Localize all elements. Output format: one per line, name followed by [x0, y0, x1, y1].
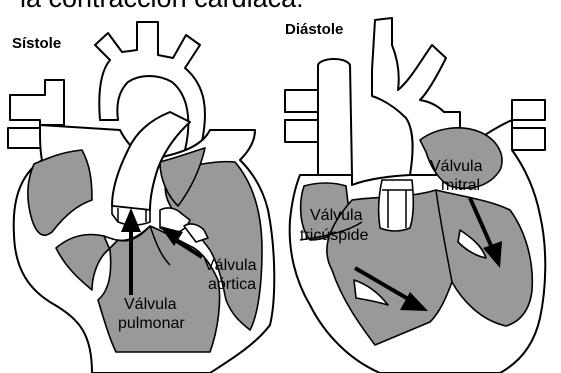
diastole-title: Diástole: [285, 21, 343, 38]
systole-panel: Sístole: [8, 22, 274, 373]
diastole-panel: Diástole: [285, 18, 545, 373]
systole-left-lower-vessel: [8, 128, 42, 148]
diastole-aortic-root: [379, 180, 414, 231]
systole-pulmonary-label-2: pulmonar: [118, 315, 185, 332]
systole-title: Sístole: [12, 35, 61, 52]
diastole-right-vessel-1: [512, 100, 545, 120]
systole-aortic-label-2: aórtica: [208, 276, 256, 293]
systole-pulmonary-label-1: Válvula: [124, 296, 177, 313]
diastole-left-vessels-2: [285, 120, 318, 142]
diastole-left-vessels: [285, 90, 318, 112]
systole-aortic-label-1: Válvula: [204, 257, 257, 274]
diastole-tricuspid-label-1: Válvula: [310, 207, 363, 224]
diastole-right-vessel-2: [512, 128, 545, 150]
diastole-mitral-label-2: mitral: [441, 177, 480, 194]
diastole-tricuspid-label-2: tricúspide: [300, 227, 369, 244]
diastole-vena-cava: [318, 59, 352, 175]
figure-caption: la contracción cardiaca:: [20, 0, 304, 13]
diastole-mitral-label-1: Válvula: [430, 158, 483, 175]
systole-left-vessels: [10, 80, 64, 125]
